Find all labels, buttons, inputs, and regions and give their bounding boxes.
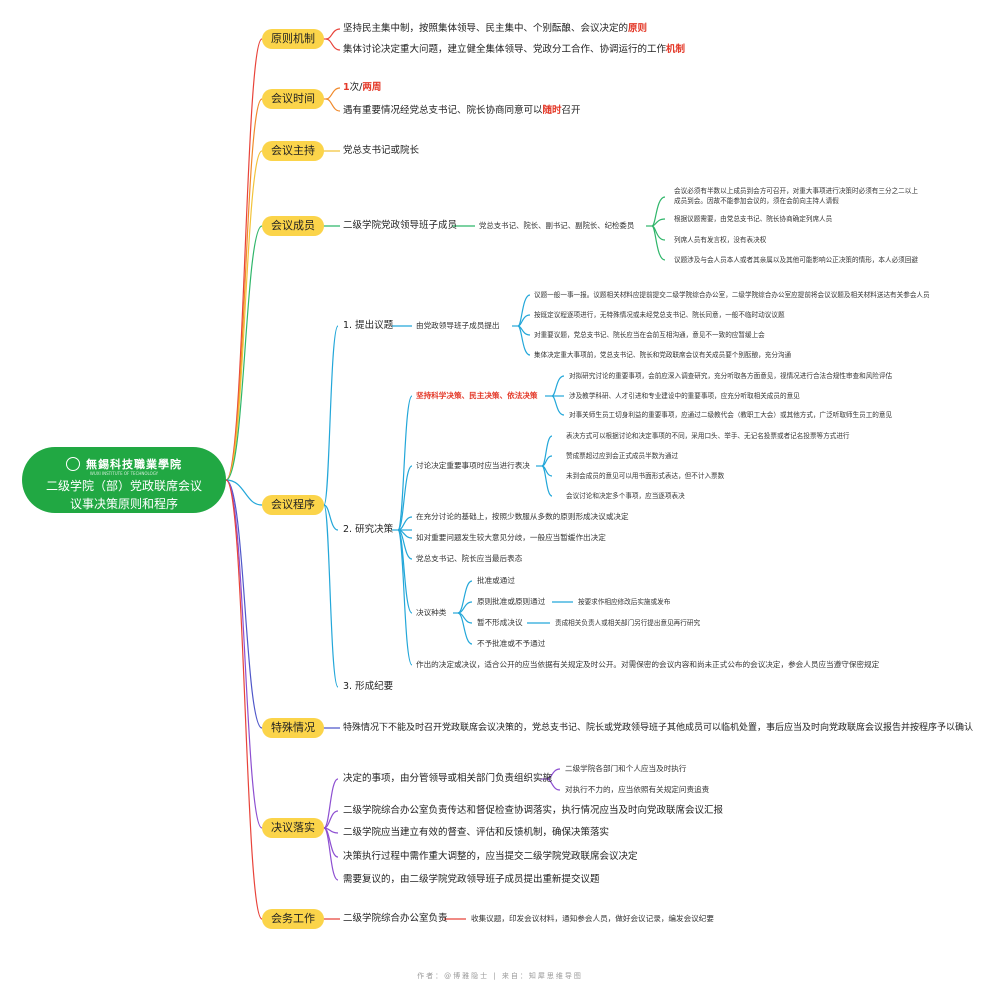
members-note-2: 根据议题需要，由党总支书记、院长协商确定列席人员 bbox=[674, 215, 833, 223]
members-note-1a: 会议必须有半数以上成员到会方可召开，对重大事项进行决策时必须有三分之二以上 bbox=[674, 187, 918, 195]
implement-line-3: 二级学院应当建立有效的督查、评估和反馈机制，确保决策落实 bbox=[343, 827, 610, 838]
procedure-step-1-note-3: 对重要议题，党总支书记、院长应当在会前互相沟通，意见不一致的应暂缓上会 bbox=[534, 331, 765, 339]
procedure-vote-note-2: 赞成票超过应到会正式成员半数为通过 bbox=[566, 452, 679, 460]
time-frequency-period: 两周 bbox=[362, 82, 382, 93]
implement-line-1-note-2: 对执行不力的，应当依照有关规定问责追责 bbox=[565, 785, 710, 794]
members-sub: 党总支书记、院长、副书记、副院长、纪检委员 bbox=[479, 221, 635, 230]
implement-line-2: 二级学院综合办公室负责传达和督促检查协调落实，执行情况应当及时向党政联席会议汇报 bbox=[343, 805, 724, 816]
principle-line-2-emphasis: 机制 bbox=[666, 44, 686, 55]
principle-line-2: 集体讨论决定重大问题，建立健全集体领导、党政分工合作、协调运行的工作机制 bbox=[343, 43, 685, 57]
time-line-2: 遇有重要情况经党总支书记、院长协商同意可以随时召开 bbox=[343, 104, 581, 118]
time-line-2-tail: 召开 bbox=[561, 105, 581, 116]
topic-procedure[interactable]: 会议程序 bbox=[262, 495, 324, 515]
root-title-line1: 二级学院（部）党政联席会议 bbox=[45, 479, 202, 493]
procedure-step-3: 3. 形成纪要 bbox=[343, 681, 394, 692]
host-text: 党总支书记或院长 bbox=[343, 145, 420, 156]
implement-line-1: 决定的事项，由分管领导或相关部门负责组织实施 bbox=[343, 773, 553, 784]
link-implement bbox=[225, 479, 263, 829]
footer-credit: 作者：@博雅隐士 | 来自：知犀思维导图 bbox=[417, 972, 583, 980]
topic-members[interactable]: 会议成员 bbox=[262, 216, 324, 236]
procedure-majority: 在充分讨论的基础上，按照少数服从多数的原则形成决议或决定 bbox=[416, 512, 629, 521]
time-line-2-text: 遇有重要情况经党总支书记、院长协商同意可以 bbox=[343, 105, 543, 116]
procedure-scientific-note-3: 对事关师生员工切身利益的重要事项，应通过二级教代会（教职工大会）或其他方式，广泛… bbox=[569, 411, 893, 419]
implement-line-5: 需要复议的，由二级学院党政领导班子成员提出重新提交议题 bbox=[343, 874, 600, 885]
school-logo-text: 無錫科技職業學院 bbox=[86, 458, 182, 471]
affairs-sub: 收集议题，印发会议材料，通知参会人员，做好会议记录，编发会议纪要 bbox=[471, 914, 714, 923]
procedure-step-1-note-1: 议题一般一事一报。议题相关材料应提前提交二级学院综合办公室，二级学院综合办公室应… bbox=[534, 291, 930, 299]
procedure-step-1-note-2: 按既定议程逐项进行，无特殊情况或未经党总支书记、院长同意，一般不临时动议议题 bbox=[534, 311, 785, 319]
school-logo-subtitle: WUXI INSTITUTE OF TECHNOLOGY bbox=[89, 471, 159, 476]
procedure-publish: 作出的决定或决议，适合公开的应当依据有关规定及时公开。对需保密的会议内容和尚未正… bbox=[416, 660, 880, 669]
procedure-vote-note-1: 表决方式可以根据讨论和决定事项的不同，采用口头、举手、无记名投票或者记名投票等方… bbox=[566, 432, 850, 440]
procedure-resolution-kinds: 决议种类 bbox=[416, 608, 447, 617]
resolution-kind-1: 批准或通过 bbox=[477, 576, 515, 585]
members-note-1b: 成员到会。因故不能参加会议的，须在会前向主持人请假 bbox=[674, 197, 839, 205]
time-frequency-number: 1 bbox=[343, 82, 350, 93]
topic-principle[interactable]: 原则机制 bbox=[262, 29, 324, 49]
time-frequency-unit: 次/ bbox=[349, 82, 363, 93]
time-line-1: 1次/两周 bbox=[343, 81, 381, 95]
link-members bbox=[225, 225, 263, 481]
resolution-kind-2: 原则批准或原则通过 bbox=[477, 597, 546, 606]
procedure-disagree: 如对重要问题发生较大意见分歧，一般应当暂缓作出决定 bbox=[416, 533, 606, 542]
principle-line-1-text: 坚持民主集中制，按照集体领导、民主集中、个别酝酿、会议决定的 bbox=[343, 23, 629, 34]
affairs-main: 二级学院综合办公室负责 bbox=[343, 913, 448, 924]
principle-line-2-text: 集体讨论决定重大问题，建立健全集体领导、党政分工合作、协调运行的工作 bbox=[343, 44, 667, 55]
school-logo: 無錫科技職業學院 bbox=[22, 456, 226, 472]
implement-line-4: 决策执行过程中需作重大调整的，应当提交二级学院党政联席会议决定 bbox=[343, 851, 638, 862]
members-note-4: 议题涉及与会人员本人或者其亲属以及其他可能影响公正决策的情形，本人必须回避 bbox=[674, 256, 918, 264]
procedure-step-2: 2. 研究决策 bbox=[343, 524, 394, 535]
topic-implement[interactable]: 决议落实 bbox=[262, 818, 324, 838]
procedure-step-1: 1. 提出议题 bbox=[343, 320, 394, 331]
link-principle bbox=[225, 38, 263, 481]
link-host bbox=[225, 150, 263, 481]
procedure-scientific-note-1: 对拟研究讨论的重要事项，会前应深入调查研究，充分听取各方面意见，视情况进行合法合… bbox=[569, 372, 893, 380]
topic-affairs[interactable]: 会务工作 bbox=[262, 909, 324, 929]
procedure-vote: 讨论决定重要事项时应当进行表决 bbox=[416, 461, 530, 470]
resolution-kind-3: 暂不形成决议 bbox=[477, 618, 523, 627]
link-affairs bbox=[225, 479, 263, 920]
implement-line-1-note-1: 二级学院各部门和个人应当及时执行 bbox=[565, 764, 687, 773]
procedure-scientific: 坚持科学决策、民主决策、依法决策 bbox=[416, 391, 538, 400]
time-line-2-emphasis: 随时 bbox=[542, 105, 562, 116]
root-title-line2: 议事决策原则和程序 bbox=[69, 497, 178, 511]
procedure-scientific-note-2: 涉及教学科研、人才引进和专业建设中的重要事项，应充分听取相关成员的意见 bbox=[569, 392, 800, 400]
topic-special[interactable]: 特殊情况 bbox=[262, 718, 324, 738]
resolution-kind-2-note: 按要求作相应修改后实施或发布 bbox=[578, 598, 671, 606]
principle-line-1-emphasis: 原则 bbox=[628, 23, 648, 34]
members-main: 二级学院党政领导班子成员 bbox=[343, 220, 458, 231]
procedure-step-1-note-4: 集体决定重大事项前，党总支书记、院长和党政联席会议有关成员要个别酝酿，充分沟通 bbox=[534, 351, 792, 359]
members-note-3: 列席人员有发言权，没有表决权 bbox=[674, 236, 767, 244]
resolution-kind-4: 不予批准或不予通过 bbox=[477, 639, 546, 648]
topic-time[interactable]: 会议时间 bbox=[262, 89, 324, 109]
procedure-vote-note-3: 未到会成员的意见可以用书面形式表达，但不计入票数 bbox=[566, 472, 725, 480]
principle-line-1: 坚持民主集中制，按照集体领导、民主集中、个别酝酿、会议决定的原则 bbox=[343, 22, 647, 36]
resolution-kind-3-note: 责成相关负责人或相关部门另行提出意见再行研究 bbox=[555, 619, 701, 627]
procedure-step-1-child: 由党政领导班子成员提出 bbox=[416, 321, 500, 330]
special-text: 特殊情况下不能及时召开党政联席会议决策的，党总支书记、院长或党政领导班子其他成员… bbox=[343, 723, 974, 733]
link-special bbox=[225, 479, 263, 729]
root-node: 無錫科技職業學院 WUXI INSTITUTE OF TECHNOLOGY 二级… bbox=[22, 447, 226, 513]
topic-host[interactable]: 会议主持 bbox=[262, 141, 324, 161]
procedure-last-statement: 党总支书记、院长应当最后表态 bbox=[416, 554, 523, 563]
procedure-vote-note-4: 会议讨论和决定多个事项，应当逐项表决 bbox=[566, 492, 685, 500]
school-seal-icon bbox=[66, 457, 80, 471]
link-procedure bbox=[225, 479, 263, 506]
